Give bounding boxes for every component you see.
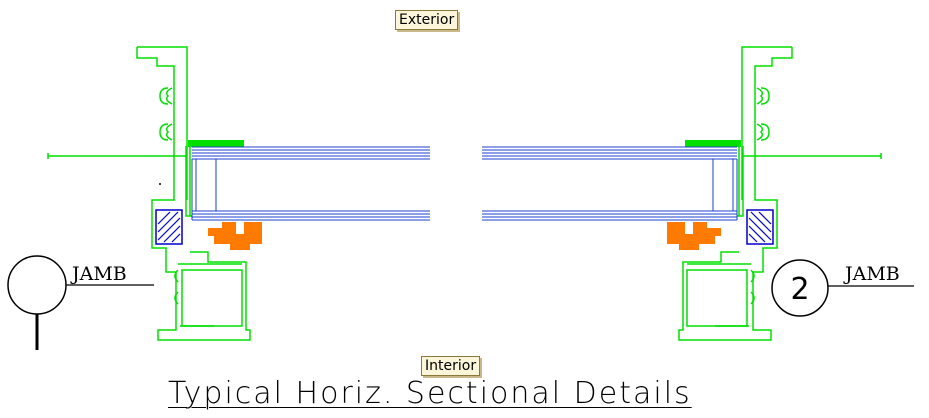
left-glazing-gasket bbox=[208, 222, 262, 250]
drawing-title: Typical Horiz. Sectional Details bbox=[168, 376, 692, 411]
interior-label: Interior bbox=[421, 356, 481, 376]
right-callout-number: 2 bbox=[790, 272, 809, 307]
exterior-label: Exterior bbox=[395, 10, 459, 30]
left-callout bbox=[7, 255, 154, 350]
right-jamb-detail bbox=[482, 46, 882, 341]
left-glass-unit bbox=[191, 146, 430, 221]
left-frame-profile bbox=[136, 46, 251, 341]
right-callout-label: JAMB bbox=[843, 263, 900, 285]
right-callout: 2 JAMB bbox=[771, 259, 914, 317]
left-top-gasket bbox=[188, 140, 244, 147]
stray-dot bbox=[159, 183, 161, 185]
left-hatched-seal bbox=[155, 209, 183, 245]
left-callout-label: JAMB bbox=[70, 263, 127, 285]
left-jamb-detail bbox=[7, 46, 430, 350]
